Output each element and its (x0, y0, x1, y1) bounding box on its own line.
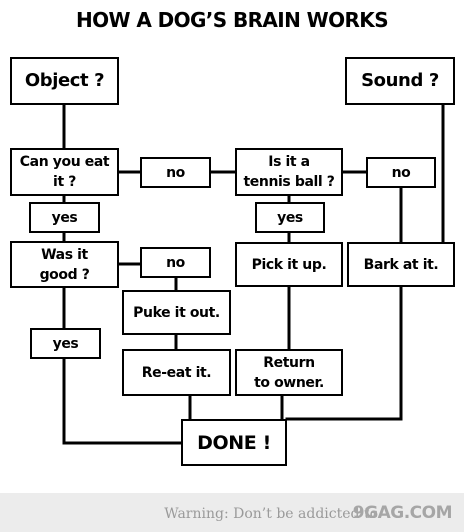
footer-bar: Warning: Don’t be addicted to 9GAG.COM (0, 493, 464, 532)
node-can-you-eat: Can you eat it ? (10, 148, 119, 196)
node-no-eat: no (140, 157, 211, 188)
node-sound: Sound ? (345, 57, 455, 105)
node-yes-tennis: yes (255, 202, 325, 233)
node-bark-at-it: Bark at it. (347, 242, 455, 287)
node-puke-it-out: Puke it out. (122, 290, 231, 335)
node-object: Object ? (10, 57, 119, 105)
diagram-title: HOW A DOG’S BRAIN WORKS (75, 8, 389, 32)
node-re-eat-it: Re-eat it. (122, 349, 231, 396)
node-no-tennis: no (366, 157, 436, 188)
node-pick-it-up: Pick it up. (235, 242, 343, 287)
node-tennis-ball: Is it a tennis ball ? (235, 148, 343, 196)
node-was-it-good: Was it good ? (10, 241, 119, 288)
node-yes-good: yes (30, 328, 101, 359)
footer-warning: Warning: Don’t be addicted to (164, 506, 378, 522)
node-return-to-owner: Return to owner. (235, 349, 343, 396)
connector-bark-done (285, 285, 403, 421)
node-done: DONE ! (181, 419, 287, 466)
node-no-good: no (140, 247, 211, 278)
node-yes-eat: yes (29, 202, 100, 233)
footer-brand-link[interactable]: 9GAG.COM (352, 503, 453, 523)
